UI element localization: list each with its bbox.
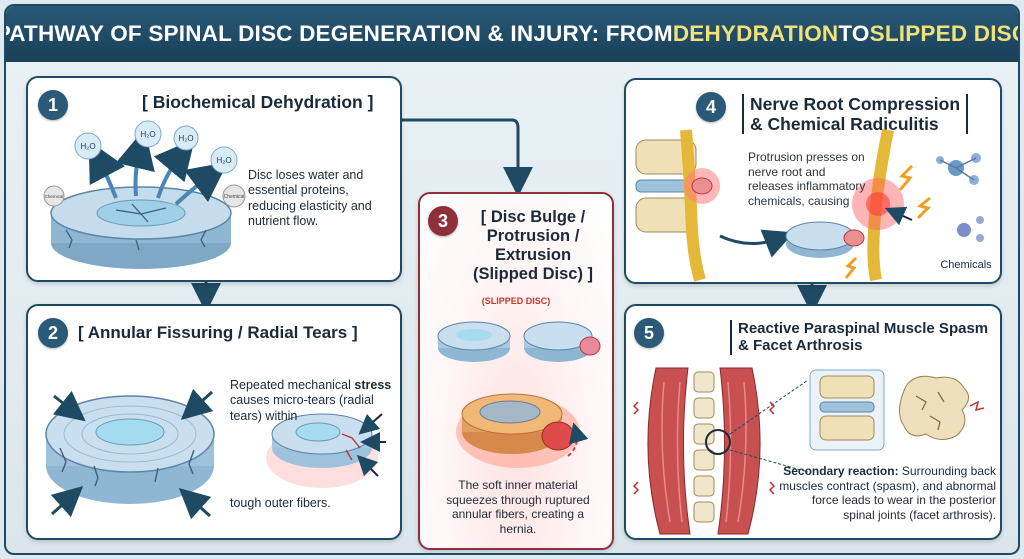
step-4-description: Protrusion presses on nerve root and rel… <box>748 150 866 208</box>
step-1-panel: 1 [ Biochemical Dehydration ] H₂O H₂O H₂… <box>26 76 402 282</box>
step-5-panel: 5 Reactive Paraspinal Muscle Spasm & Fac… <box>624 304 1002 540</box>
step-2-description: Repeated mechanical stress causes micro-… <box>230 378 392 423</box>
step-5-description: Secondary reaction: Surrounding back mus… <box>779 464 996 522</box>
herniated-disc-illustration <box>456 393 589 468</box>
step-3-title-line-1: [ Disc Bulge / <box>480 208 586 226</box>
step-5-title-line-1: Reactive Paraspinal Muscle Spasm <box>738 320 989 337</box>
infographic: PATHWAY OF SPINAL DISC DEGENERATION & IN… <box>4 4 1020 555</box>
title-text: PATHWAY OF SPINAL DISC DEGENERATION & IN… <box>4 21 673 46</box>
arrow-step1-to-step3 <box>402 118 533 197</box>
step-2-panel: 2 [ Annular Fissuring / Radial Tears ] <box>26 304 402 540</box>
step-4-badge: 4 <box>696 92 726 122</box>
step-3-title-line-4: (Slipped Disc) ] <box>472 264 594 283</box>
page-title: PATHWAY OF SPINAL DISC DEGENERATION & IN… <box>6 6 1018 62</box>
step-4-panel: 4 Nerve Root Compression & Chemical Radi… <box>624 78 1002 284</box>
step-5-badge: 5 <box>634 318 664 348</box>
nerve-compression-illustration: Chemicals <box>635 128 992 282</box>
dehydrated-disc-illustration: H₂O H₂O H₂O H₂O Chemical Chemical <box>43 120 246 269</box>
title-highlight-slipped-disc: SLIPPED DISC <box>869 21 1020 46</box>
step-4-title: Nerve Root Compression & Chemical Radicu… <box>742 94 969 135</box>
step-5-title-line-2: & Facet Arthrosis <box>738 337 863 355</box>
water-label-1: H₂O <box>80 142 95 151</box>
step-3-description: The soft inner material squeezes through… <box>446 478 590 536</box>
title-highlight-dehydration: DEHYDRATION <box>672 21 839 46</box>
step-3-badge: 3 <box>428 206 458 236</box>
fissured-disc-illustration <box>45 388 215 520</box>
chemical-label-2: Chemical <box>224 194 245 200</box>
micro-tear-disc-illustration <box>266 413 386 488</box>
step-1-title: [ Biochemical Dehydration ] <box>142 92 374 112</box>
step-4-title-line-2: & Chemical Radiculitis <box>750 114 939 135</box>
muscle-spasm-illustration <box>632 367 809 535</box>
step-3-subtitle: (SLIPPED DISC) <box>481 296 551 306</box>
step-3-title-line-3: Extrusion <box>494 245 572 264</box>
step-3-panel: 3 [ Disc Bulge / Protrusion / Extrusion … <box>418 192 614 550</box>
step-1-description: Disc loses water and essential proteins,… <box>248 168 372 228</box>
title-text-to: TO <box>838 21 870 46</box>
water-label-3: H₂O <box>178 134 193 143</box>
step-5-title: Reactive Paraspinal Muscle Spasm & Facet… <box>730 320 988 355</box>
chemical-label-1: Chemical <box>45 194 64 199</box>
step-3-title: [ Disc Bulge / Protrusion / Extrusion (S… <box>458 208 608 284</box>
step-2-title: [ Annular Fissuring / Radial Tears ] <box>78 323 358 342</box>
step-2-badge: 2 <box>38 318 68 348</box>
step-3-title-line-2: Protrusion / <box>486 226 580 245</box>
step-4-title-line-1: Nerve Root Compression <box>750 94 961 114</box>
bulging-discs-illustration <box>437 321 601 362</box>
water-label-4: H₂O <box>216 156 231 165</box>
chemicals-label: Chemicals <box>940 259 992 271</box>
facet-arthrosis-illustration <box>809 369 985 451</box>
step-2-description-end: tough outer fibers. <box>230 496 331 510</box>
step-1-badge: 1 <box>38 90 68 120</box>
water-label-2: H₂O <box>140 130 155 139</box>
